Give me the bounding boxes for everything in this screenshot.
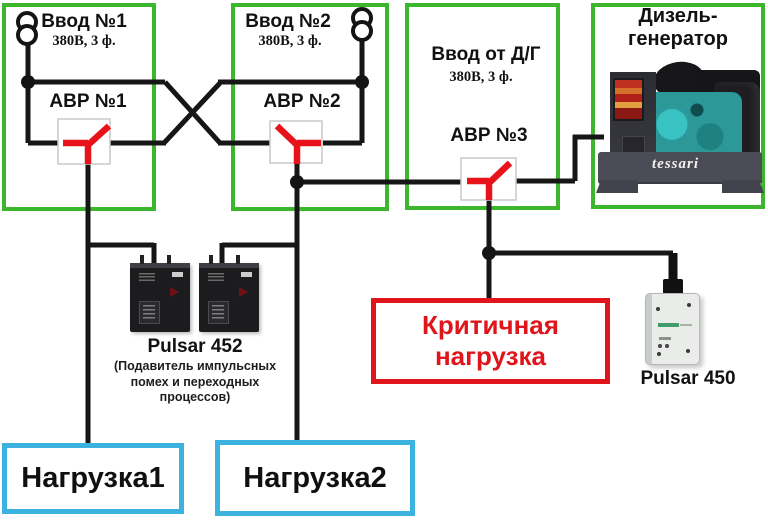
pulsar452-display	[139, 273, 155, 282]
pulsar-452-unit-2	[199, 255, 259, 332]
load-2-label: Нагрузка2	[243, 461, 387, 494]
pulsar-452-note-line2: помех и переходных	[130, 374, 260, 389]
pulsar-452-note: (Подавитель импульсных помех и переходны…	[95, 359, 295, 406]
generator-title-line1: Дизель-	[638, 5, 718, 27]
source-3-title: Ввод от Д/Г	[431, 44, 541, 65]
source-1-title: Ввод №1	[41, 11, 127, 32]
pulsar-450-label: Pulsar 450	[640, 368, 736, 389]
screw-icon	[656, 307, 660, 311]
pulsar450-small-text	[659, 337, 671, 340]
pulsar452-red-button	[170, 287, 179, 297]
generator-foot-right	[722, 180, 764, 193]
pulsar450-led	[658, 344, 662, 348]
source-2-title: Ввод №2	[245, 11, 331, 32]
pulsar452-lower-panel	[208, 301, 229, 324]
source-1-subtitle: 380В, 3 ф.	[52, 33, 116, 49]
screw-icon	[657, 352, 661, 356]
load-box-1: Нагрузка1	[2, 443, 184, 514]
critical-load-box: Критичная нагрузка	[371, 298, 610, 384]
pulsar-452-unit-1	[130, 255, 190, 332]
pulsar452-top-face	[130, 263, 190, 268]
generator-brand-text: tessari	[652, 156, 700, 172]
avr-3-label: АВР №3	[450, 125, 528, 146]
pulsar450-label-line	[680, 324, 692, 326]
pulsar-452-label: Pulsar 452	[147, 336, 243, 357]
critical-load-line2: нагрузка	[434, 341, 547, 371]
source-3-subtitle: 380В, 3 ф.	[449, 69, 513, 85]
screw-icon	[686, 349, 690, 353]
pulsar452-top-face	[199, 263, 259, 268]
load-box-2: Нагрузка2	[215, 440, 415, 516]
source-2-subtitle: 380В, 3 ф.	[258, 33, 322, 49]
generator-foot-left	[596, 180, 638, 193]
critical-load-line1: Критичная	[422, 310, 559, 340]
avr-2-label: АВР №2	[263, 91, 341, 112]
pulsar452-lower-panel	[139, 301, 160, 324]
source-box-3	[405, 3, 560, 210]
screw-icon	[687, 303, 691, 307]
diesel-generator-image: tessari	[596, 58, 764, 198]
generator-title-line2: генератор	[628, 28, 728, 50]
load-1-label: Нагрузка1	[21, 462, 165, 494]
pulsar452-terminal	[140, 255, 144, 264]
pulsar-452-note-line3: процессов)	[159, 390, 231, 404]
pulsar-450-device	[645, 293, 700, 365]
generator-title: Дизель- генератор	[591, 5, 765, 51]
pulsar452-display	[208, 273, 224, 282]
pulsar450-green-label	[658, 323, 679, 327]
pulsar452-terminal	[167, 255, 171, 264]
pulsar452-label-plate	[172, 272, 183, 277]
pulsar-452-note-line1: (Подавитель импульсных	[113, 359, 277, 373]
pulsar452-terminal	[209, 255, 213, 264]
pulsar452-terminal	[236, 255, 240, 264]
pulsar452-label-plate	[241, 272, 252, 277]
pulsar452-red-button	[239, 287, 248, 297]
avr-1-label: АВР №1	[49, 91, 127, 112]
generator-control-panel	[613, 78, 644, 121]
pulsar450-led	[665, 344, 669, 348]
